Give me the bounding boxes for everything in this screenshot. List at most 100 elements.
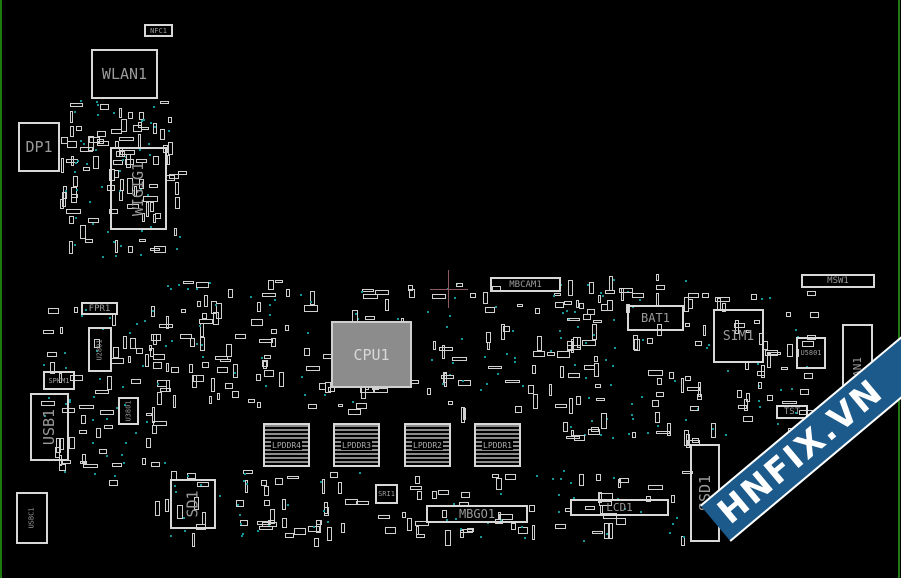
smd-part[interactable] [409,288,415,298]
smd-part[interactable] [593,355,599,363]
smd-part[interactable] [227,289,233,299]
smd-part[interactable] [347,408,361,416]
smd-part[interactable] [373,387,389,393]
smd-part[interactable] [684,323,691,327]
smd-part[interactable] [491,474,499,479]
smd-part[interactable] [745,329,751,334]
smd-part[interactable] [604,523,609,539]
smd-part[interactable] [604,290,615,294]
smd-part[interactable] [120,119,127,133]
smd-part[interactable] [94,389,109,395]
smd-part[interactable] [256,301,261,313]
smd-part[interactable] [66,141,78,148]
smd-part[interactable] [182,280,195,285]
smd-part[interactable] [159,100,170,104]
smd-part[interactable] [167,142,173,156]
smd-part[interactable] [232,391,240,398]
smd-part[interactable] [99,104,110,110]
smd-part[interactable] [306,365,321,372]
smd-part[interactable] [286,475,300,480]
smd-part[interactable] [84,238,93,243]
smd-part[interactable] [557,350,570,358]
smd-part[interactable] [138,112,144,120]
smd-part[interactable] [684,430,690,447]
smd-part[interactable] [504,379,520,383]
smd-part[interactable] [402,511,406,519]
smd-part[interactable] [303,347,310,356]
smd-part[interactable] [79,405,94,409]
smd-part[interactable] [324,507,330,516]
smd-part[interactable] [41,400,55,406]
smd-part[interactable] [666,423,672,437]
smd-part[interactable] [160,388,172,392]
component-wigig1[interactable]: WIGIG1 [110,147,167,230]
component-mbcam1[interactable]: MBCAM1 [490,277,561,292]
smd-part[interactable] [575,396,581,406]
smd-part[interactable] [484,307,496,314]
smd-part[interactable] [190,338,195,347]
smd-part[interactable] [581,340,596,347]
smd-part[interactable] [193,375,205,382]
smd-part[interactable] [122,336,127,350]
component-nfc1[interactable]: NFC1 [144,24,173,37]
smd-part[interactable] [443,372,448,388]
smd-part[interactable] [70,193,78,199]
smd-part[interactable] [270,329,278,335]
smd-part[interactable] [722,303,726,313]
smd-part[interactable] [47,308,60,314]
smd-part[interactable] [148,345,153,352]
smd-part[interactable] [566,317,581,321]
smd-part[interactable] [648,485,663,491]
smd-part[interactable] [734,319,739,334]
smd-part[interactable] [139,178,144,190]
smd-part[interactable] [61,136,69,144]
smd-part[interactable] [152,421,168,426]
smd-part[interactable] [166,155,170,165]
smd-part[interactable] [356,403,367,410]
smd-part[interactable] [438,489,449,495]
smd-part[interactable] [192,532,196,548]
smd-part[interactable] [345,498,358,505]
smd-part[interactable] [414,520,430,527]
smd-part[interactable] [485,332,492,344]
smd-part[interactable] [698,381,702,397]
smd-part[interactable] [235,333,246,340]
smd-part[interactable] [482,292,488,304]
smd-part[interactable] [197,300,202,308]
smd-part[interactable] [337,482,342,495]
smd-part[interactable] [510,522,517,531]
smd-part[interactable] [578,303,585,310]
smd-part[interactable] [310,290,316,306]
smd-part[interactable] [133,124,143,132]
smd-part[interactable] [59,326,64,335]
component-msw1[interactable]: MSW1 [801,274,875,288]
smd-part[interactable] [461,492,471,498]
smd-part[interactable] [208,396,212,404]
component-u2801[interactable]: U2801 [88,327,112,372]
smd-part[interactable] [76,126,83,131]
smd-part[interactable] [554,404,568,409]
smd-part[interactable] [258,526,274,531]
smd-part[interactable] [445,529,451,546]
smd-part[interactable] [133,186,138,198]
smd-part[interactable] [733,323,746,329]
smd-part[interactable] [582,314,591,321]
smd-part[interactable] [570,338,574,353]
smd-part[interactable] [195,282,209,288]
smd-part[interactable] [315,519,322,526]
smd-part[interactable] [93,156,99,169]
smd-part[interactable] [681,535,686,546]
smd-part[interactable] [257,402,261,409]
component-mbgo1[interactable]: MBGO1 [426,505,528,523]
smd-part[interactable] [688,292,699,298]
smd-part[interactable] [71,187,77,203]
smd-part[interactable] [697,394,702,401]
smd-part[interactable] [110,128,122,135]
smd-part[interactable] [606,299,613,312]
smd-part[interactable] [595,384,602,388]
smd-part[interactable] [80,460,87,465]
component-tst[interactable]: TST [776,405,808,419]
smd-part[interactable] [244,479,249,494]
smd-part[interactable] [385,298,389,312]
smd-part[interactable] [274,280,284,284]
